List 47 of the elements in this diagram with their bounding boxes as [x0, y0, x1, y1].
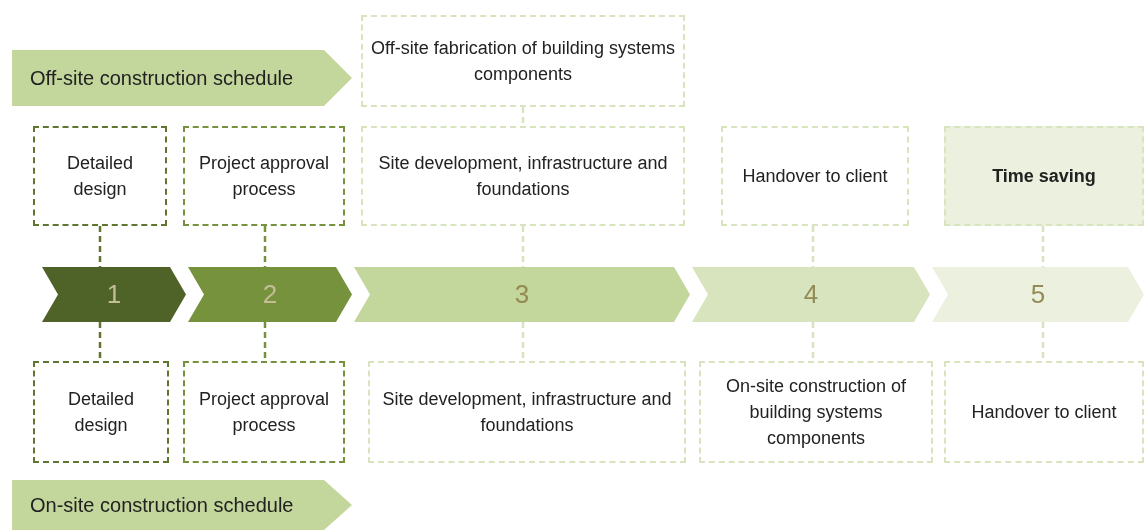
connector-line: [98, 226, 102, 267]
box-text: On-site construction of building systems components: [724, 374, 908, 451]
box-text: Off-site fabrication of building systems components: [371, 36, 675, 86]
connector-line: [521, 322, 525, 361]
box-text: Site development, infrastructure and foundations: [377, 151, 669, 201]
step-banner: [42, 267, 186, 322]
connector-line: [263, 226, 267, 267]
box-text: Project approval process: [197, 151, 331, 201]
process-box: [944, 126, 1144, 226]
process-box: [183, 361, 345, 463]
process-box: [183, 126, 345, 226]
step-number: 2: [262, 277, 278, 311]
process-box: [33, 361, 169, 463]
connector-line: [521, 226, 525, 267]
connector-line: [811, 322, 815, 361]
process-box: [33, 126, 167, 226]
step-number: 5: [1030, 277, 1046, 311]
schedule-banner: [12, 50, 352, 106]
connector-line: [98, 322, 102, 361]
process-box: [721, 126, 909, 226]
schedule-banner: [12, 480, 352, 530]
process-box: [699, 361, 933, 463]
box-text: Site development, infrastructure and foundations: [381, 387, 673, 437]
box-text: Handover to client: [971, 400, 1117, 424]
step-banner: [692, 267, 930, 322]
step-banner: [188, 267, 352, 322]
step-number: 1: [106, 277, 122, 311]
step-number: 3: [514, 277, 530, 311]
box-text: Handover to client: [742, 164, 888, 188]
connector-line: [811, 226, 815, 267]
process-box: [368, 361, 686, 463]
connector-line: [263, 322, 267, 361]
connector-line: [1041, 226, 1045, 267]
step-number: 4: [803, 277, 819, 311]
connector-line: [1041, 322, 1045, 361]
schedule-title: Off-site construction schedule: [30, 65, 294, 91]
box-text: Detailed design: [66, 387, 135, 437]
step-banner: [932, 267, 1144, 322]
connector-line: [521, 107, 525, 126]
process-box: [361, 15, 685, 107]
process-box: [361, 126, 685, 226]
box-text: Detailed design: [65, 151, 134, 201]
box-text: Time saving: [992, 164, 1096, 188]
step-banner: [354, 267, 690, 322]
process-box: [944, 361, 1144, 463]
box-text: Project approval process: [197, 387, 331, 437]
schedule-title: On-site construction schedule: [30, 492, 294, 518]
